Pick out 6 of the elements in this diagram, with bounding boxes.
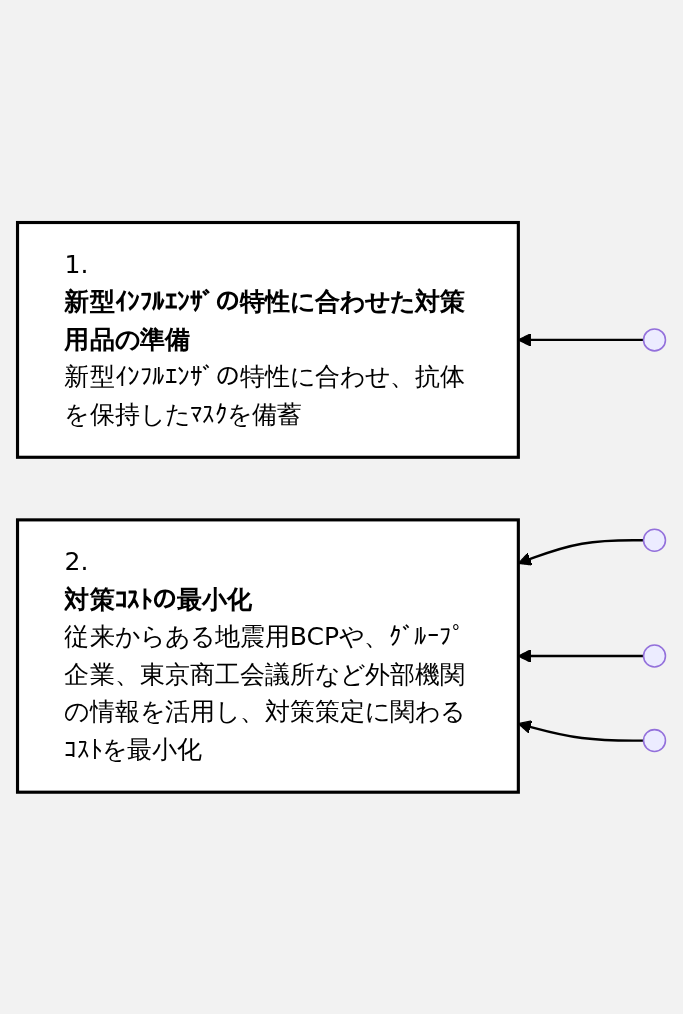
node-circle	[642, 528, 667, 552]
node-circle	[642, 327, 667, 352]
node-box: 1. 新型ｲﾝﾌﾙｴﾝｻﾞの特性に合わせた対策用品の準備 新型ｲﾝﾌﾙｴﾝｻﾞの特性に合わせ、抗体を保持したﾏｽｸを備蓄	[15, 220, 520, 459]
node-circle	[642, 728, 667, 752]
node-box: 2. 対策ｺｽﾄの最小化 従来からある地震用BCPや、ｸﾞﾙｰﾌﾟ企業、東京商工会議所など外部機関の情報を活用し、対策策定に関わるｺｽﾄを最小化	[15, 517, 520, 794]
node-circle	[642, 643, 667, 668]
